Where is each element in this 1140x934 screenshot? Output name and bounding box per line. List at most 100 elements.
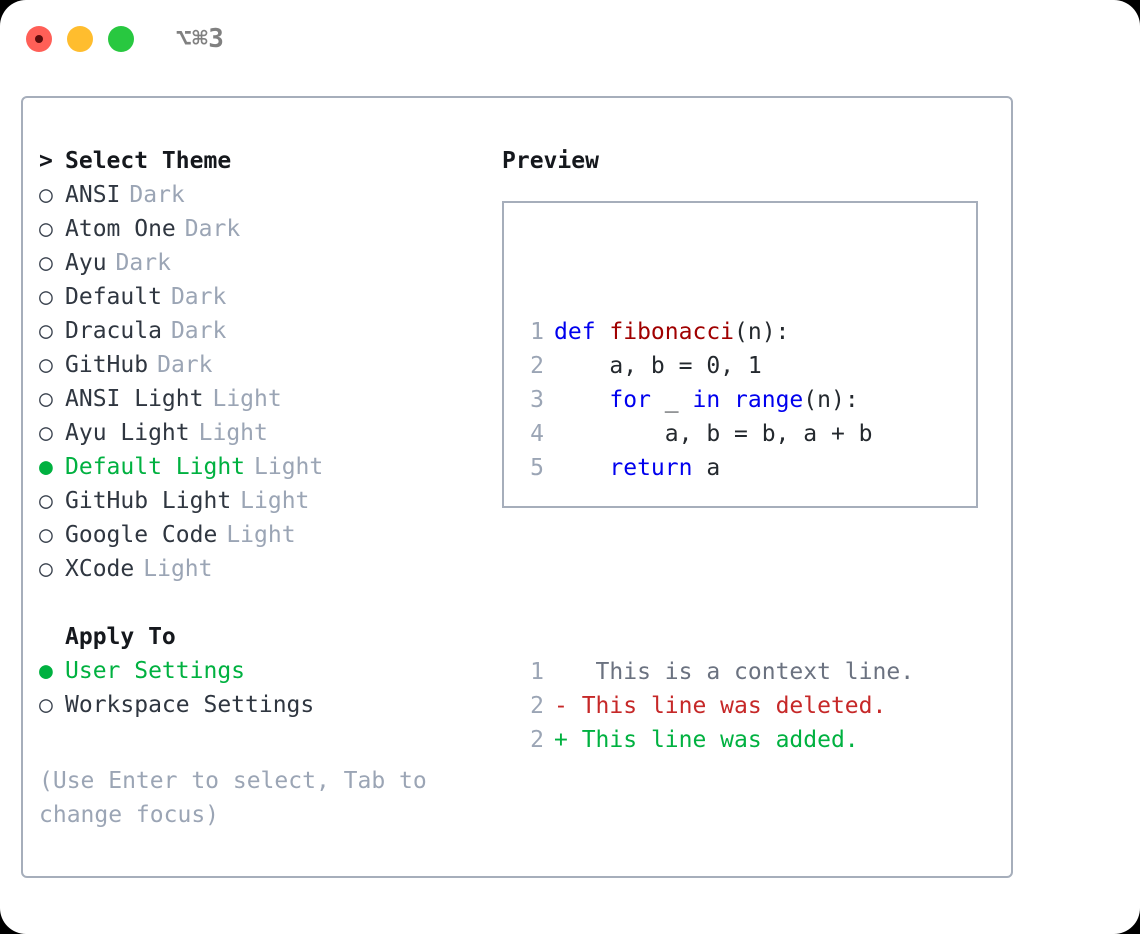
code-line: 4 a, b = b, a + b: [522, 417, 914, 451]
code-line: 3 for _ in range(n):: [522, 383, 914, 417]
select-theme-heading: > Select Theme: [39, 144, 494, 178]
radio-unselected-icon[interactable]: ○: [39, 419, 53, 446]
theme-list-item[interactable]: ● Default Light Light: [39, 450, 494, 484]
theme-mode-tag: Light: [212, 386, 282, 412]
code-token: (n):: [803, 387, 859, 413]
radio-unselected-icon[interactable]: ○: [39, 215, 53, 242]
theme-name-label: Ayu: [65, 250, 107, 276]
theme-name-label: Default: [65, 284, 162, 310]
code-line: 2 a, b = 0, 1: [522, 349, 914, 383]
theme-mode-tag: Light: [226, 522, 296, 548]
theme-list-item[interactable]: ○ Google Code Light: [39, 518, 494, 552]
diff-sign: +: [554, 727, 568, 753]
minimize-window-button[interactable]: [67, 26, 93, 52]
window-title: ⌥⌘3: [176, 24, 225, 54]
apply-to-heading: Apply To: [39, 620, 494, 654]
maximize-window-button[interactable]: [108, 26, 134, 52]
radio-unselected-icon[interactable]: ○: [39, 487, 53, 514]
theme-name-label: XCode: [65, 556, 135, 582]
theme-list-item[interactable]: ○ ANSI Light Light: [39, 382, 494, 416]
code-token: [720, 387, 734, 413]
theme-mode-tag: Dark: [115, 250, 171, 276]
theme-name-label: Ayu Light: [65, 420, 190, 446]
apply-to-list: ● User Settings ○ Workspace Settings: [39, 654, 494, 722]
theme-list-item[interactable]: ○ ANSI Dark: [39, 178, 494, 212]
code-token: [554, 455, 609, 481]
theme-mode-tag: Dark: [170, 284, 227, 310]
theme-list-item[interactable]: ○ XCode Light: [39, 552, 494, 586]
theme-mode-tag: Light: [240, 488, 310, 514]
theme-name-label: Atom One: [65, 216, 176, 242]
code-token: a: [692, 455, 721, 481]
diff-text: This is a context line.: [567, 659, 915, 685]
line-number: 2: [530, 353, 544, 379]
theme-name-label: Default Light: [65, 454, 246, 480]
apply-to-label: User Settings: [65, 658, 246, 684]
code-token: in: [692, 387, 721, 413]
line-number: 2: [530, 727, 544, 753]
title-bar: ⌥⌘3: [0, 0, 1140, 78]
theme-name-label: GitHub: [65, 352, 149, 378]
code-token: range: [734, 387, 804, 413]
radio-unselected-icon[interactable]: ○: [39, 691, 53, 718]
code-token: return: [609, 455, 693, 481]
radio-unselected-icon[interactable]: ○: [39, 283, 53, 310]
code-token: a, b = b, a + b: [554, 421, 873, 447]
theme-mode-tag: Light: [254, 454, 324, 480]
theme-list-item[interactable]: ○ Ayu Dark: [39, 246, 494, 280]
close-window-button[interactable]: [26, 26, 52, 52]
theme-name-label: ANSI Light: [65, 386, 204, 412]
radio-selected-icon[interactable]: ●: [39, 657, 53, 684]
theme-list-item[interactable]: ○ Dracula Dark: [39, 314, 494, 348]
code-line: 5 return a: [522, 451, 914, 485]
theme-name-label: ANSI: [65, 182, 121, 208]
diff-text: This line was deleted.: [567, 693, 887, 719]
radio-unselected-icon[interactable]: ○: [39, 181, 53, 208]
diff-line: 1 This is a context line.: [522, 655, 914, 689]
select-theme-heading-label: Select Theme: [65, 148, 232, 174]
apply-to-label: Workspace Settings: [65, 692, 315, 718]
radio-unselected-icon[interactable]: ○: [39, 249, 53, 276]
apply-to-heading-label: Apply To: [65, 624, 176, 650]
diff-sample: 1 This is a context line.2- This line wa…: [522, 655, 914, 757]
theme-name-label: Google Code: [65, 522, 218, 548]
line-number: 2: [530, 693, 544, 719]
code-token: for: [609, 387, 651, 413]
preview-title: Preview: [502, 148, 599, 174]
radio-unselected-icon[interactable]: ○: [39, 351, 53, 378]
theme-mode-tag: Light: [143, 556, 213, 582]
section-spacer: [39, 586, 494, 620]
line-number: 4: [530, 421, 544, 447]
line-number: 1: [530, 659, 544, 685]
apply-to-item[interactable]: ● User Settings: [39, 654, 494, 688]
diff-sign: [554, 659, 568, 685]
theme-name-label: GitHub Light: [65, 488, 232, 514]
radio-unselected-icon[interactable]: ○: [39, 317, 53, 344]
apply-to-item[interactable]: ○ Workspace Settings: [39, 688, 494, 722]
theme-list-item[interactable]: ○ Atom One Dark: [39, 212, 494, 246]
theme-list-item[interactable]: ○ Default Dark: [39, 280, 494, 314]
diff-text: This line was added.: [567, 727, 859, 753]
radio-selected-icon[interactable]: ●: [39, 453, 53, 480]
code-token: def: [554, 319, 610, 345]
radio-unselected-icon[interactable]: ○: [39, 521, 53, 548]
radio-unselected-icon[interactable]: ○: [39, 555, 53, 582]
code-blank-line: [522, 553, 914, 587]
theme-mode-tag: Dark: [184, 216, 241, 242]
theme-mode-tag: Dark: [129, 182, 185, 208]
theme-mode-tag: Dark: [170, 318, 227, 344]
theme-list-item[interactable]: ○ GitHub Light Light: [39, 484, 494, 518]
radio-unselected-icon[interactable]: ○: [39, 385, 53, 412]
theme-name-label: Dracula: [65, 318, 162, 344]
line-number: 3: [530, 387, 544, 413]
